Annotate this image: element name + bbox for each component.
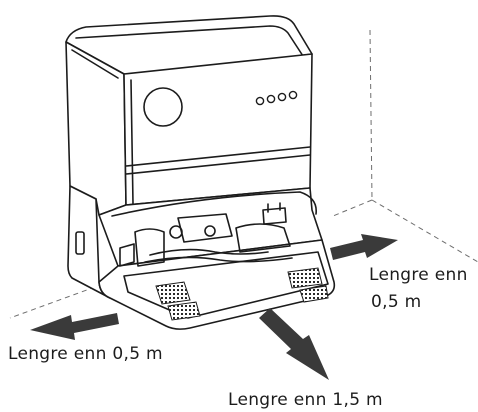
station-top-rim: [75, 25, 304, 57]
indicator-light: [255, 96, 265, 106]
indicator-light: [288, 90, 298, 100]
arrow-right-icon: [330, 234, 398, 260]
indicator-lights: [255, 90, 298, 106]
clearance-label-left: Lengre enn 0,5 m: [8, 344, 163, 364]
docking-station: [65, 15, 313, 216]
indicator-light: [266, 94, 276, 104]
arrow-left-icon: [30, 313, 119, 340]
clearance-label-right-value: 0,5 m: [371, 292, 422, 312]
arrow-front-icon: [259, 308, 329, 380]
front-circular-window: [143, 87, 183, 127]
ramp-texture: [155, 267, 329, 321]
station-base: [67, 185, 336, 330]
station-front-face: [123, 53, 313, 206]
wall-corner-lines: [9, 29, 478, 319]
clearance-label-right: Lengre enn: [369, 265, 468, 285]
clearance-label-front: Lengre enn 1,5 m: [228, 390, 383, 410]
indicator-light: [277, 92, 287, 102]
